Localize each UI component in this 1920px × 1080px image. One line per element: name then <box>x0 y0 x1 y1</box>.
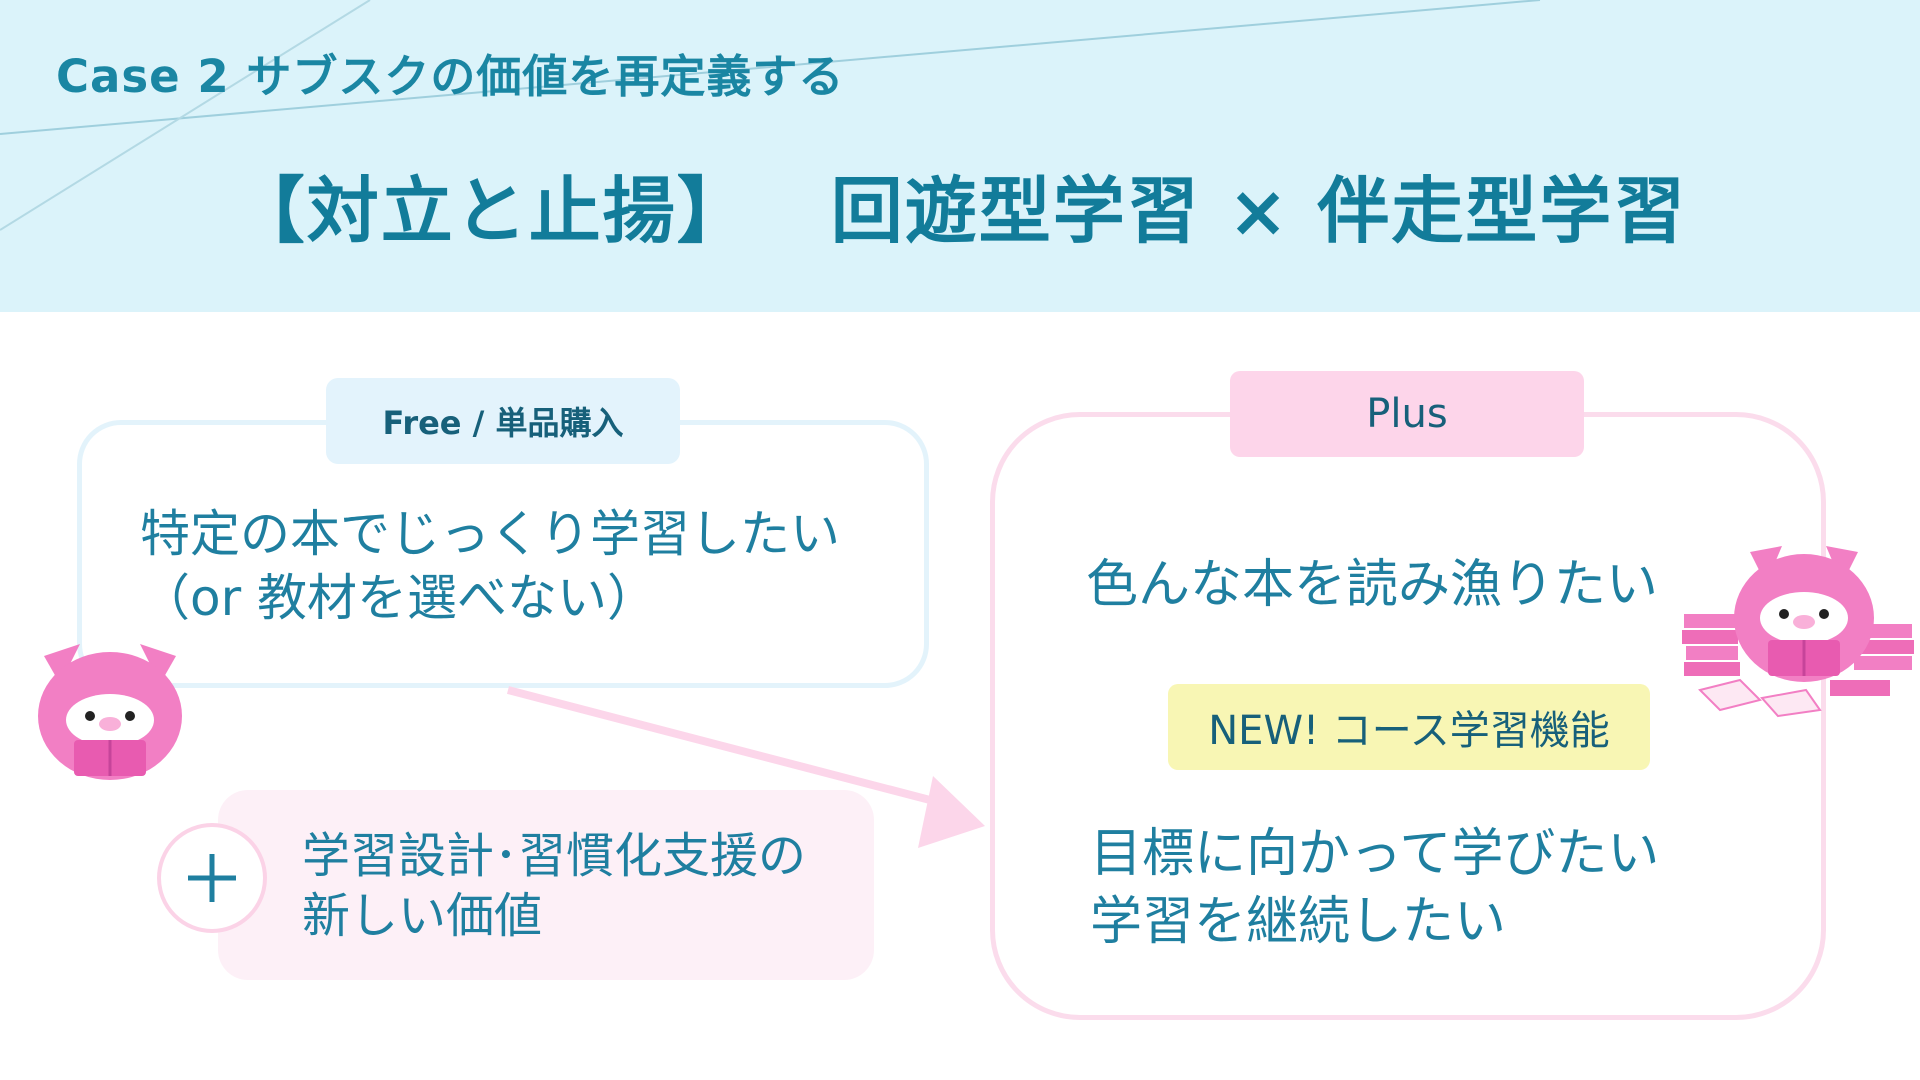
free-tag: Free / 単品購入 <box>326 378 680 464</box>
added-value-line-2: 新しい価値 <box>302 888 543 944</box>
plus-tag: Plus <box>1230 371 1584 457</box>
title-left: 【対立と止揚】 <box>232 169 751 253</box>
header-banner: Case 2 サブスクの価値を再定義する 【対立と止揚】回遊型学習 × 伴走型学… <box>0 0 1920 312</box>
added-value-panel <box>218 790 874 980</box>
plus-goal-line-1: 目標に向かって学びたい <box>1090 824 1660 884</box>
pig-mascot-books-icon <box>1682 546 1914 718</box>
free-description: 特定の本でじっくり学習したい （or 教材を選べない） <box>140 502 920 630</box>
case-label: Case 2 サブスクの価値を再定義する <box>56 50 845 103</box>
plus-goals: 目標に向かって学びたい 学習を継続したい <box>1090 820 1659 956</box>
plus-icon <box>157 823 267 933</box>
decorative-lines <box>0 0 1541 231</box>
pig-mascot-reading-icon <box>38 644 182 780</box>
page-title: 【対立と止揚】回遊型学習 × 伴走型学習 <box>0 152 1920 257</box>
free-line-2: （or 教材を選べない） <box>140 569 658 627</box>
added-value-line-1: 学習設計･習慣化支援の <box>302 828 807 884</box>
plus-line-1: 色んな本を読み漁りたい <box>1086 555 1659 615</box>
plus-goal-line-2: 学習を継続したい <box>1090 892 1507 952</box>
title-right: 回遊型学習 × 伴走型学習 <box>830 169 1688 253</box>
new-feature-badge: NEW! コース学習機能 <box>1168 684 1650 770</box>
added-value-text: 学習設計･習慣化支援の 新しい価値 <box>302 826 806 946</box>
free-line-1: 特定の本でじっくり学習したい <box>140 505 840 563</box>
